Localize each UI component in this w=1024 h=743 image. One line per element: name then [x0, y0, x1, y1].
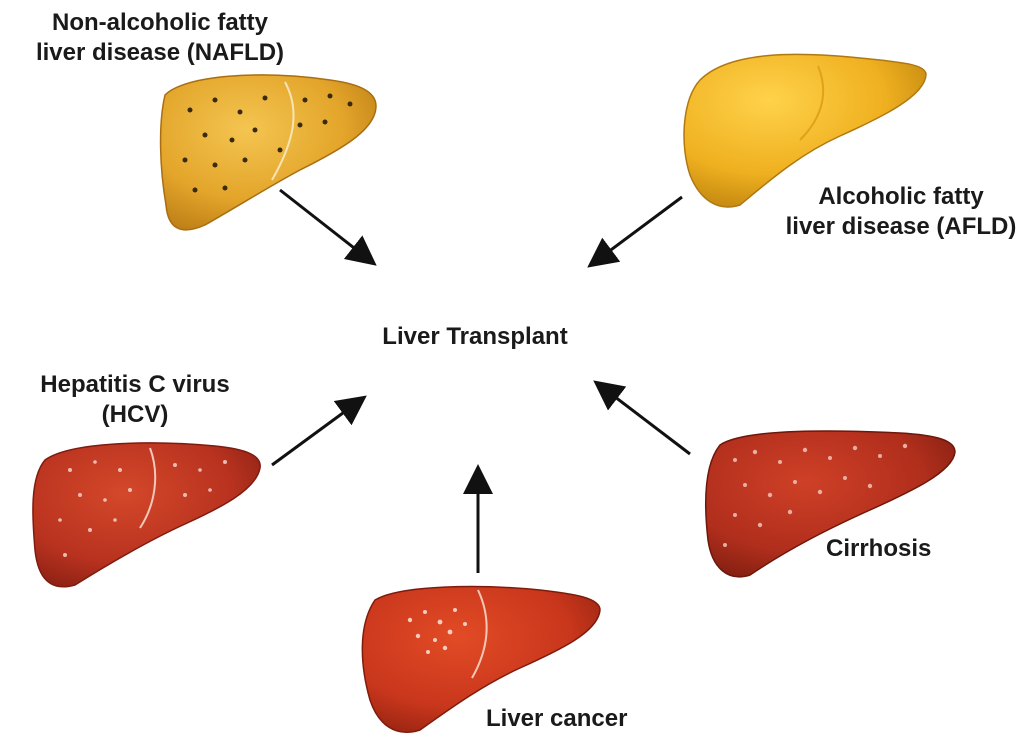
nafld-label: Non-alcoholic fatty liver disease (NAFLD…: [10, 8, 310, 68]
hcv-label: Hepatitis C virus (HCV): [20, 370, 250, 430]
hcv-label-line2: (HCV): [101, 401, 169, 428]
nafld-label-line1: Non-alcoholic fatty: [51, 9, 268, 36]
nafld-label-line2: liver disease (NAFLD): [35, 39, 285, 66]
arrow-nafld-to-transplant: [279, 188, 377, 266]
center-label: Liver Transplant: [382, 323, 568, 350]
liver-hcv-illustration: [32, 442, 261, 588]
hcv-label-line1: Hepatitis C virus: [40, 371, 230, 398]
arrow-hcv-to-transplant: [271, 395, 367, 467]
afld-label-line1: Alcoholic fatty: [818, 183, 984, 210]
arrow-afld-to-transplant: [587, 195, 683, 268]
liver-cancer-illustration: [361, 585, 601, 733]
cirrhosis-label: Cirrhosis: [826, 535, 932, 562]
arrow-cirrhosis-to-transplant: [593, 380, 691, 456]
liver-nafld-illustration: [159, 74, 377, 231]
afld-label-line2: liver disease (AFLD): [785, 213, 1017, 240]
liver-afld-illustration: [683, 53, 927, 208]
liver-cirrhosis-illustration: [705, 430, 956, 578]
cancer-label: Liver cancer: [486, 705, 628, 732]
afld-label: Alcoholic fatty liver disease (AFLD): [778, 182, 1024, 242]
